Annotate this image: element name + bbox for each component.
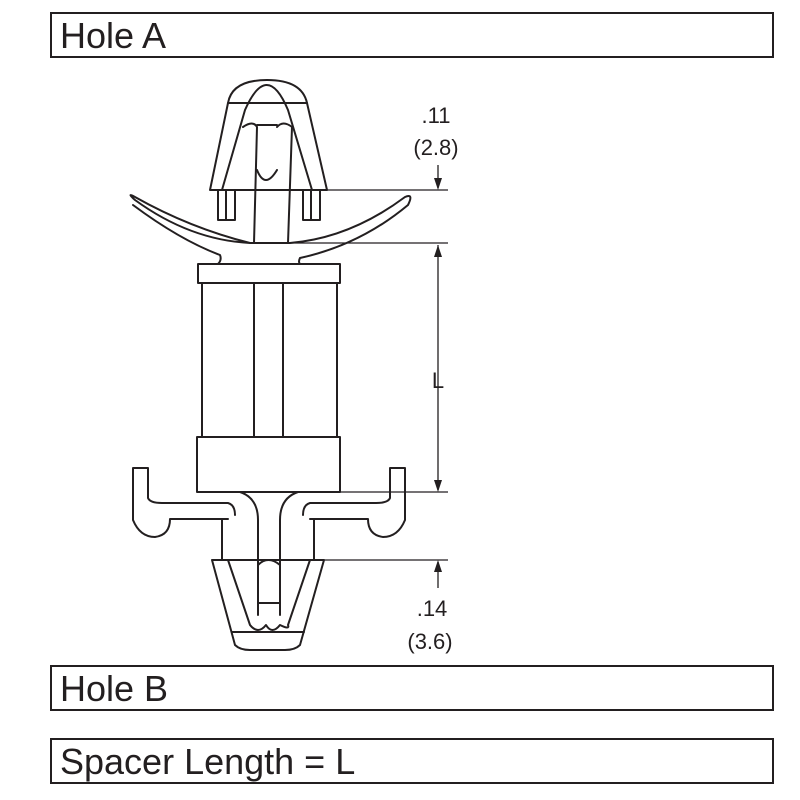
dimension-lines <box>290 165 448 588</box>
hole-a-label-box: Hole A <box>50 12 774 58</box>
spacer-body <box>196 263 341 493</box>
upper-wing <box>129 194 412 265</box>
spacer-length-label-box: Spacer Length = L <box>50 738 774 784</box>
hole-b-label-box: Hole B <box>50 665 774 711</box>
arrow-up-icon <box>434 560 442 572</box>
arrow-down-icon <box>434 480 442 492</box>
top-dimension-inches: .11 <box>422 103 451 128</box>
arrow-down-icon <box>434 178 442 190</box>
bottom-dimension-inches: .14 <box>417 596 448 621</box>
top-dimension-mm: (2.8) <box>413 135 458 160</box>
hole-a-label: Hole A <box>60 15 167 56</box>
spacer-length-label: Spacer Length = L <box>60 741 356 782</box>
bottom-dimension-mm: (3.6) <box>407 629 452 654</box>
hole-b-label: Hole B <box>60 668 169 709</box>
arrow-up-icon <box>434 245 442 257</box>
top-clip <box>209 79 328 244</box>
lower-clip <box>132 467 406 651</box>
length-dimension: L <box>432 368 444 393</box>
